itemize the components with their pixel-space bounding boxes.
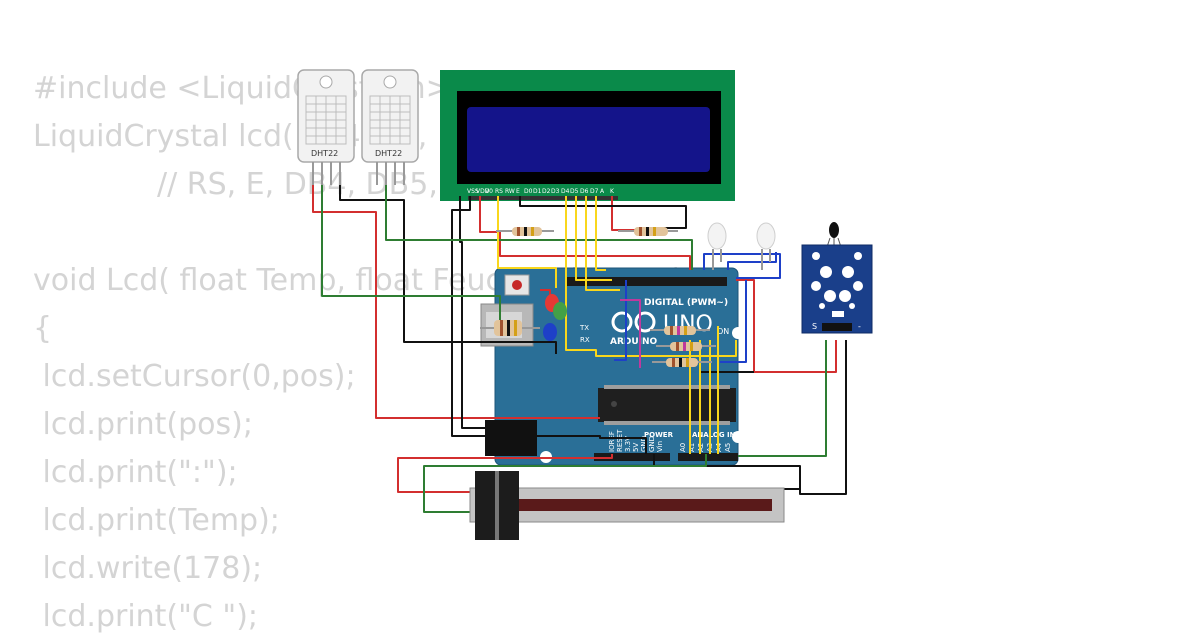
code-line: lcd.write(178); — [33, 551, 263, 586]
wire-blue — [703, 253, 781, 279]
lcd-pin-label: A — [600, 188, 605, 195]
code-line: lcd.print(Temp); — [33, 503, 280, 538]
code-line: { — [33, 311, 53, 346]
lcd-pin-label: D6 — [580, 188, 589, 195]
ir-pin-s-label: S — [812, 322, 817, 331]
lcd-pin-header — [468, 196, 618, 200]
wire-purple — [620, 299, 641, 368]
code-line: lcd.setCursor(0,pos); — [33, 359, 356, 394]
lcd-pin-label: RS — [495, 188, 503, 195]
wire-red — [397, 454, 613, 493]
lcd-pin-label: V0 — [485, 188, 493, 195]
resistor[interactable] — [496, 227, 554, 236]
power-pin-label: IOREF — [608, 431, 616, 452]
power-pin-label: GND — [648, 436, 656, 452]
wire-green — [321, 185, 501, 328]
code-line: lcd.print("C "); — [33, 599, 259, 634]
on-led-label: ON — [717, 327, 729, 336]
wire-black — [451, 196, 647, 454]
lcd-screen — [467, 107, 710, 172]
lcd-pin-label: VDD — [476, 188, 490, 195]
resistor[interactable] — [652, 358, 712, 367]
wire-black — [339, 185, 557, 354]
lcd-pin-label: E — [516, 188, 520, 195]
white-led-1[interactable] — [707, 222, 727, 270]
power-header — [594, 453, 670, 461]
lcd-pin-label: D0 — [524, 188, 533, 195]
wire-green — [738, 340, 827, 457]
wire-yellow — [575, 196, 612, 281]
lcd-pin-label: D3 — [551, 188, 560, 195]
resistor[interactable] — [650, 326, 710, 335]
resistor[interactable] — [618, 227, 678, 236]
analog-pin-label: A1 — [688, 443, 696, 452]
wire-black — [459, 196, 485, 429]
wire-red — [312, 185, 600, 419]
slide-potentiometer[interactable] — [469, 471, 785, 540]
power-pin-label: Vin — [656, 441, 664, 452]
digital-header-label: DIGITAL (PWM~) — [644, 298, 728, 308]
dht22-label: DHT22 — [311, 149, 338, 158]
dht22-sensor-2[interactable]: DHT22 — [361, 69, 419, 163]
dht22-sensor-1[interactable]: DHT22 — [297, 69, 355, 163]
ir-pin-minus-label: - — [858, 322, 861, 331]
power-pin-label: RESET — [616, 429, 624, 452]
lcd-pin-label: D2 — [542, 188, 551, 195]
analog-in-label: ANALOG IN — [692, 431, 736, 439]
analog-header — [678, 453, 738, 461]
lcd-pin-label: D5 — [570, 188, 579, 195]
tx-label: TX — [579, 324, 589, 332]
wire-green — [385, 185, 693, 270]
arduino-brand-text: ARDUINO — [610, 337, 658, 347]
analog-pin-label: A5 — [724, 443, 732, 452]
resistor[interactable] — [480, 320, 540, 336]
lcd-pin-label: D4 — [561, 188, 570, 195]
analog-pin-label: A0 — [679, 443, 687, 452]
resistor[interactable] — [656, 342, 716, 351]
wire-yellow — [565, 196, 737, 357]
wire-red — [611, 196, 640, 231]
lcd-pin-label: D1 — [533, 188, 542, 195]
green-led[interactable] — [553, 302, 567, 320]
wire-blue — [727, 252, 777, 270]
slide-track — [488, 499, 772, 511]
dht22-label: DHT22 — [375, 149, 402, 158]
atmega-chip — [598, 388, 736, 422]
power-pin-label: 5V — [632, 443, 640, 452]
white-led-2[interactable] — [756, 222, 776, 270]
wire-blue — [720, 280, 747, 363]
lcd-pin-label: RW — [505, 188, 515, 195]
lcd-pin-label: VSS — [467, 188, 479, 195]
wire-blue — [614, 280, 627, 361]
code-line: lcd.print(":"); — [33, 455, 238, 490]
wire-yellow — [585, 196, 620, 291]
rx-label: RX — [580, 336, 590, 344]
wire-green — [423, 454, 707, 513]
wires — [312, 185, 847, 513]
wire-yellow — [595, 196, 606, 271]
power-label: POWER — [644, 431, 674, 439]
wire-red — [479, 196, 691, 270]
wire-black — [653, 454, 801, 489]
wire-black — [519, 196, 687, 229]
power-pin-label: GND — [640, 436, 648, 452]
lcd-pin-label: K — [610, 188, 615, 195]
code-line: lcd.print(pos); — [33, 407, 253, 442]
blue-led[interactable] — [543, 323, 557, 341]
power-pin-label: 3.3V — [624, 436, 632, 452]
power-jack — [485, 420, 537, 456]
lcd-16x2[interactable]: VSS VDD V0 RS RW E D0 D1 D2 D3 D4 D5 D6 … — [440, 70, 735, 201]
lcd-pin-label: D7 — [590, 188, 599, 195]
reset-button[interactable] — [512, 280, 522, 290]
ir-sensor-module[interactable]: S - — [801, 222, 873, 334]
